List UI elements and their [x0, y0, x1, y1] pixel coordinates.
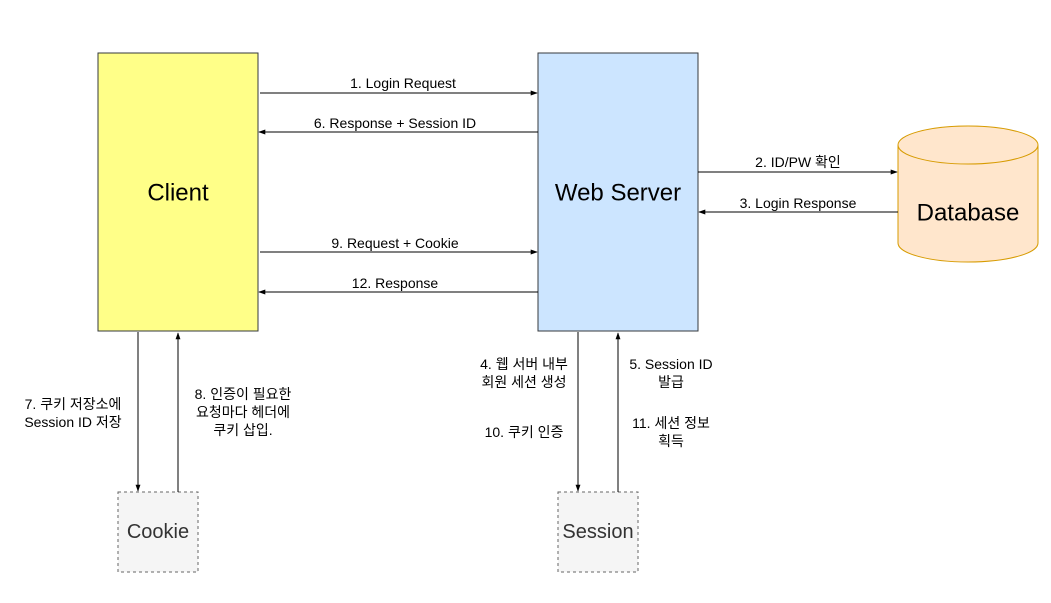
- database-node: Database: [897, 125, 1039, 263]
- edge-id-pw-check: 2. ID/PW 확인: [698, 154, 898, 175]
- label-response: 12. Response: [352, 275, 439, 291]
- edge-login-response: 3. Login Response: [698, 195, 898, 215]
- label-insert-cookie-header-line-2: 요청마다 헤더에: [196, 404, 290, 420]
- session-label: Session: [562, 521, 633, 543]
- client-label: Client: [147, 180, 209, 207]
- cookie-box: [117, 491, 199, 573]
- label-get-session-info-line-2: 획득: [658, 433, 684, 449]
- label-store-cookie-line-2: Session ID 저장: [24, 414, 121, 430]
- edge-create-session: 4. 웹 서버 내부 회원 세션 생성 10. 쿠키 인증: [480, 332, 581, 492]
- web-server-box: [537, 52, 699, 332]
- label-insert-cookie-header-line-3: 쿠키 삽입.: [213, 422, 272, 438]
- edge-response: 12. Response: [258, 275, 538, 295]
- edge-request-cookie: 9. Request + Cookie: [260, 235, 538, 255]
- edge-store-cookie: 7. 쿠키 저장소에 Session ID 저장: [15, 332, 141, 492]
- web-server-node: Web Server: [537, 52, 699, 332]
- label-create-session-line-2: 회원 세션 생성: [481, 374, 566, 390]
- label-get-session-info-line-1: 11. 세션 정보: [632, 415, 710, 431]
- label-id-pw-check: 2. ID/PW 확인: [755, 154, 841, 170]
- label-create-session-line-1: 4. 웹 서버 내부: [480, 356, 568, 372]
- database-cylinder-top: [897, 125, 1039, 165]
- label-issue-session-id-line-2: 발급: [658, 374, 684, 390]
- session-node: Session: [557, 491, 639, 573]
- web-server-label: Web Server: [555, 180, 681, 207]
- label-request-cookie: 9. Request + Cookie: [331, 235, 458, 251]
- label-store-cookie-line-1: 7. 쿠키 저장소에: [25, 396, 122, 412]
- edge-response-session-id: 6. Response + Session ID: [258, 115, 538, 135]
- label-insert-cookie-header-line-1: 8. 인증이 필요한: [195, 386, 292, 402]
- cookie-label: Cookie: [127, 521, 189, 543]
- client-node: Client: [97, 52, 259, 332]
- label-response-session-id: 6. Response + Session ID: [314, 115, 476, 131]
- database-label: Database: [917, 200, 1020, 227]
- label-login-request: 1. Login Request: [350, 75, 456, 91]
- label-issue-session-id-line-1: 5. Session ID: [629, 356, 712, 372]
- session-box: [557, 491, 639, 573]
- edge-issue-session-id: 5. Session ID 발급 11. 세션 정보 획득: [615, 332, 713, 492]
- label-cookie-auth: 10. 쿠키 인증: [485, 424, 564, 440]
- database-cylinder-body: [897, 145, 1039, 263]
- edge-insert-cookie-header: 8. 인증이 필요한 요청마다 헤더에 쿠키 삽입.: [175, 332, 306, 492]
- cookie-node: Cookie: [117, 491, 199, 573]
- client-box: [97, 52, 259, 332]
- label-login-response: 3. Login Response: [740, 195, 857, 211]
- edge-login-request: 1. Login Request: [260, 75, 538, 96]
